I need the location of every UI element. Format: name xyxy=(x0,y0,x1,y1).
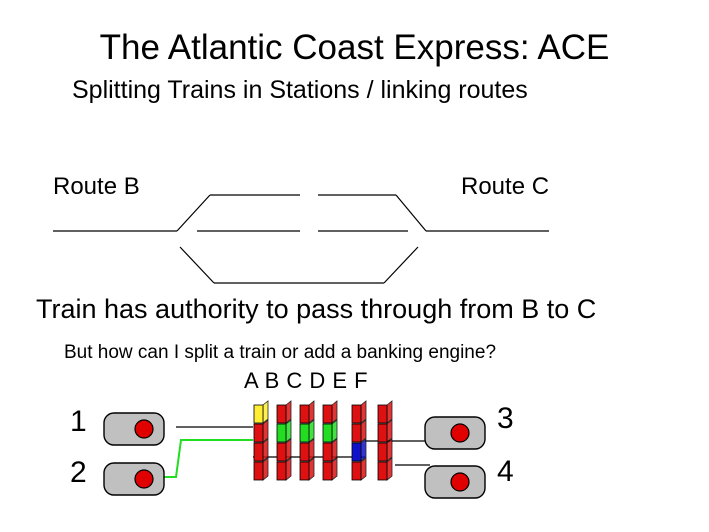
block-d-3-side xyxy=(331,438,338,462)
block-d-2 xyxy=(322,423,333,443)
block-d-4-side xyxy=(331,457,338,481)
block-c-3 xyxy=(299,442,310,462)
track-left-lower-diverge xyxy=(179,246,215,284)
split-question: But how can I split a train or add a ban… xyxy=(64,342,497,363)
block-d-3 xyxy=(322,442,333,462)
block-b-1-side xyxy=(285,400,292,424)
page-subtitle: Splitting Trains in Stations / linking r… xyxy=(72,76,528,104)
block-c-4 xyxy=(299,461,310,481)
block-a-1-side xyxy=(262,400,269,424)
block-c-1-side xyxy=(308,400,315,424)
authority-statement: Train has authority to pass through from… xyxy=(36,294,597,324)
track-left-upper-diverge xyxy=(176,194,211,232)
block-a-4 xyxy=(253,461,264,481)
block-d-1 xyxy=(322,404,333,424)
block-f-2-side xyxy=(386,419,393,443)
block-f-3 xyxy=(377,442,388,462)
block-a-3-side xyxy=(262,438,269,462)
block-e-4-side xyxy=(360,457,367,481)
block-e-1-side xyxy=(360,400,367,424)
buffer-label-3: 3 xyxy=(497,402,514,435)
track-right-upper-converge xyxy=(395,194,427,232)
block-d-4 xyxy=(322,461,333,481)
block-e-2 xyxy=(351,423,362,443)
block-a-1 xyxy=(253,404,264,424)
buffer-2 xyxy=(103,462,165,496)
buffer-1 xyxy=(103,412,165,446)
buffer-label-2: 2 xyxy=(70,456,87,489)
block-c-2-side xyxy=(308,419,315,443)
block-f-3-side xyxy=(386,438,393,462)
block-b-4-side xyxy=(285,457,292,481)
route-b-label: Route B xyxy=(53,173,140,200)
block-a-3 xyxy=(253,442,264,462)
block-b-3 xyxy=(276,442,287,462)
block-f-1-side xyxy=(386,400,393,424)
block-a-4-side xyxy=(262,457,269,481)
block-e-2-side xyxy=(360,419,367,443)
block-f-4 xyxy=(377,461,388,481)
buffer-4-lamp xyxy=(450,472,470,492)
block-b-3-side xyxy=(285,438,292,462)
block-f-1 xyxy=(377,404,388,424)
buffer-2-lamp xyxy=(134,469,154,489)
buffer-label-4: 4 xyxy=(497,455,514,488)
track-right-lower-converge xyxy=(383,246,419,284)
block-d-2-side xyxy=(331,419,338,443)
block-c-4-side xyxy=(308,457,315,481)
block-c-2 xyxy=(299,423,310,443)
block-b-1 xyxy=(276,404,287,424)
block-f-4-side xyxy=(386,457,393,481)
block-e-3 xyxy=(351,442,362,462)
block-f-2 xyxy=(377,423,388,443)
buffer-label-1: 1 xyxy=(70,405,87,438)
block-c-1 xyxy=(299,404,310,424)
block-a-2 xyxy=(253,423,264,443)
block-e-1 xyxy=(351,404,362,424)
block-b-4 xyxy=(276,461,287,481)
page-title: The Atlantic Coast Express: ACE xyxy=(99,28,610,67)
block-b-2-side xyxy=(285,419,292,443)
active-route-line xyxy=(162,439,253,478)
route-c-label: Route C xyxy=(461,173,550,200)
column-labels: A B C D E F xyxy=(244,368,369,393)
block-b-2 xyxy=(276,423,287,443)
buffer-3-lamp xyxy=(450,423,470,443)
block-a-2-side xyxy=(262,419,269,443)
block-d-1-side xyxy=(331,400,338,424)
block-e-3-side xyxy=(360,438,367,462)
buffer-1-lamp xyxy=(134,419,154,439)
signal-panel xyxy=(103,400,486,499)
track-layout xyxy=(53,194,549,284)
block-c-3-side xyxy=(308,438,315,462)
block-e-4 xyxy=(351,461,362,481)
